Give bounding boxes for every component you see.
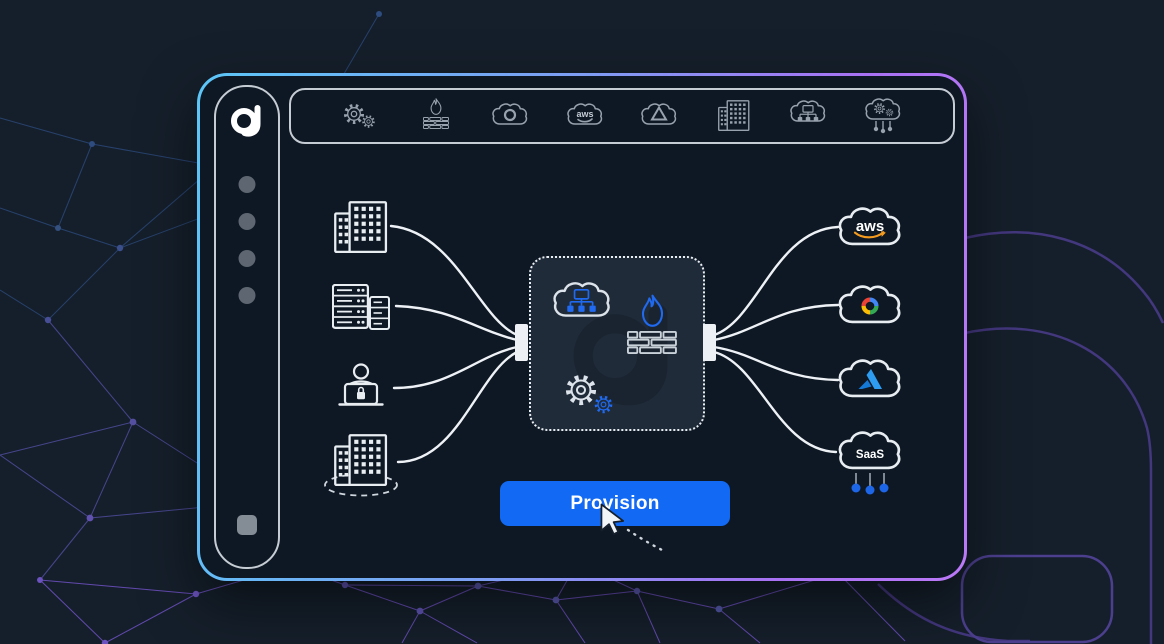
toolbar-item-cloud-automation[interactable] [861, 94, 905, 138]
google-cloud-icon [492, 103, 528, 125]
provision-button[interactable]: Provision [500, 481, 730, 526]
toolbar-item-datacenter[interactable] [712, 94, 756, 138]
sidebar-nav-dot-4[interactable] [238, 287, 256, 304]
source-remote-user-icon [338, 363, 384, 406]
sidebar-nav-dot-1[interactable] [238, 176, 256, 193]
provision-hub [529, 256, 705, 431]
destination-aws-cloud: aws [838, 207, 901, 246]
sidebar-bottom-item[interactable] [237, 515, 257, 535]
toolbar-item-cloud-network[interactable] [786, 94, 830, 138]
cloud-network-icon [790, 100, 826, 123]
cloud-automation-icon [865, 98, 901, 134]
gears-icon [343, 103, 375, 128]
source-office-buildings-icon [334, 201, 388, 253]
azure-cloud-icon [641, 103, 677, 125]
source-server-racks-icon [332, 284, 390, 330]
destination-google-cloud [838, 285, 901, 324]
building-icon [717, 100, 750, 131]
sidebar [214, 85, 280, 569]
destination-saas-cloud: SaaS [838, 431, 901, 495]
source-branch-office-icon [324, 434, 398, 497]
sidebar-nav-dot-3[interactable] [238, 250, 256, 267]
sidebar-nav-dot-2[interactable] [238, 213, 256, 230]
hub-firewall-icon [627, 294, 677, 354]
saas-label: SaaS [856, 449, 884, 461]
firewall-icon [422, 98, 449, 129]
toolbar-item-firewall[interactable] [414, 94, 458, 138]
aws-cloud-icon: aws [566, 103, 602, 125]
toolbar-aws-label: aws [576, 109, 593, 119]
toolbar: aws [289, 88, 955, 144]
toolbar-item-gears[interactable] [339, 94, 383, 138]
aws-label: aws [856, 218, 884, 235]
provision-button-label: Provision [570, 492, 660, 514]
toolbar-item-google-cloud[interactable] [488, 94, 532, 138]
destination-azure-cloud [838, 359, 901, 398]
toolbar-item-aws-cloud[interactable]: aws [563, 94, 607, 138]
hub-cloud-network-icon [553, 282, 610, 317]
brand-swoosh [877, 231, 1164, 644]
toolbar-item-azure-cloud[interactable] [637, 94, 681, 138]
hub-gears-icon [563, 372, 613, 414]
app-logo-icon [229, 101, 265, 139]
